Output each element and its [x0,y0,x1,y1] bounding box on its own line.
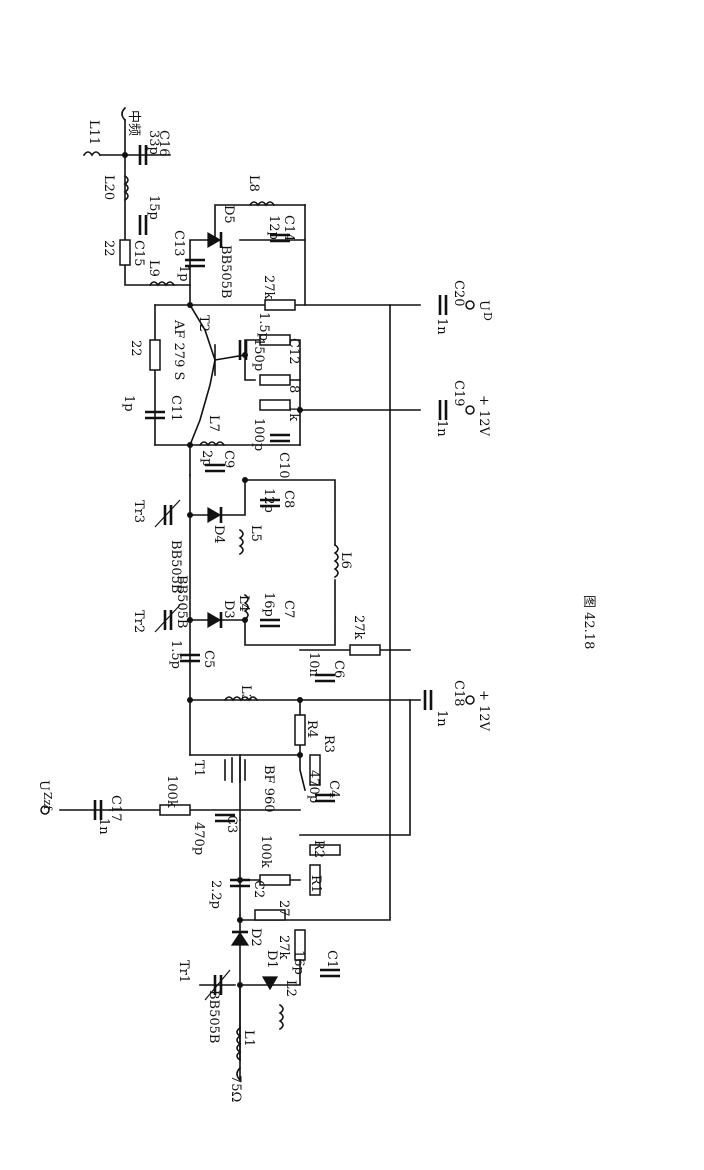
label-c8: C8 [281,490,296,508]
label-tr3: Tr3 [131,500,146,523]
label-l6: L6 [338,552,353,569]
label-c13: C13 [171,230,186,257]
label-l4: L4 [236,595,251,612]
label-l7: L7 [206,415,221,432]
label-c19: C19 [451,380,466,407]
label-d4: D4 [211,525,226,544]
label-1n-c20: 1n [434,318,449,335]
label-uzf-sub: Zzf [41,792,54,810]
label-l8: L8 [246,175,261,192]
label-100p: 100p [251,418,266,451]
coil-l1 [236,1026,242,1062]
label-1n-c18: 1n [434,710,449,727]
label-d3: D3 [221,600,236,619]
label-vcc1: + 12V [476,395,491,437]
label-r2: R2 [311,840,326,858]
label-8: 8 [286,385,301,393]
label-tr2: Tr2 [131,610,146,633]
label-100k-b: 100k [258,835,273,868]
label-t2: T2 [196,315,211,332]
label-ud: U [476,300,491,311]
label-1n-c19: 1n [434,420,449,437]
label-c12: C12 [286,338,301,365]
label-150p: 150p [251,338,266,371]
label-ud-sub: D [481,312,494,321]
label-15p-b: 1.5p [256,312,271,341]
label-l20: L20 [101,175,116,200]
label-1p-c11: 1p [121,395,136,412]
label-l11: L11 [86,120,101,145]
label-uzf: U [36,780,51,791]
junctions [40,152,475,988]
label-t1-type: BF 960 [261,765,276,813]
label-27-r: 27 [276,900,291,917]
label-470p-c4: 470p [306,770,321,803]
label-1k: 1k [286,405,301,421]
label-12p-c14: 12p [266,215,281,240]
label-d5: D5 [221,205,236,224]
label-d1: D1 [264,950,279,969]
label-c7: C7 [281,600,296,618]
label-r3: R3 [321,735,336,753]
label-d2: D2 [248,928,263,947]
label-100k-a: 100k [164,775,179,808]
label-vcc2: + 12V [476,690,491,732]
label-c20: C20 [451,280,466,307]
label-r4: R4 [304,720,319,738]
label-c15: C15 [131,240,146,267]
label-470p-c3: 470p [191,822,206,855]
label-1n-c17: 1n [96,818,111,835]
label-t2-type: AF 279 S [171,319,186,380]
label-2p: 2p [199,450,214,467]
label-tr1: Tr1 [176,960,191,983]
label-c14: C14 [281,215,296,242]
label-c6: C6 [331,660,346,678]
label-27k-a: 27k [261,275,276,300]
label-l2: L2 [283,980,298,997]
label-10n: 10n [306,652,321,678]
label-c17: C17 [108,795,123,822]
label-c9: C9 [221,450,236,468]
label-ant: 75Ω [228,1075,243,1102]
label-t1: T1 [191,760,206,777]
label-c4: C4 [326,780,341,798]
label-33p: 33p [146,130,161,155]
label-27k-b: 27k [351,615,366,640]
label-1p-c13: 1p [176,265,191,282]
label-22p: 2.2p [208,880,223,909]
label-l5: L5 [248,525,263,542]
label-16p-c7: 16p [261,592,276,617]
label-l3: L3 [238,685,253,702]
label-15p: 15p [146,195,161,220]
label-c2: C2 [251,880,266,898]
label-if-out: 中频 [126,110,141,136]
label-c16: C16 [156,130,171,157]
label-c11: C11 [168,395,183,422]
label-bb4: BB505B [218,245,233,298]
label-c3: C3 [224,815,239,833]
figure-caption: 图 42.18 [581,595,596,649]
label-bb3: BB505B [168,540,183,593]
components [82,106,448,1082]
label-22a: 22 [101,240,116,257]
labels-rotated: 中频 L11 33p C16 L20 15p 22 C15 L9 C13 1p … [36,110,596,1102]
label-15p-c5: 1.5p [168,640,183,669]
label-c10: C10 [276,452,291,479]
label-bb1: BB505B [206,990,221,1043]
label-27k-c: 27k [276,935,291,960]
label-22b: 22 [128,340,143,357]
label-l1: L1 [241,1030,256,1047]
label-16p-c1: 16p [291,950,306,975]
label-c5: C5 [201,650,216,668]
label-l9: L9 [146,260,161,277]
label-r1: R1 [308,875,323,893]
label-12p-c8: 12p [261,488,276,513]
label-bb2: BB505B [174,575,189,628]
label-c1: C1 [324,950,339,968]
label-c18: C18 [451,680,466,707]
